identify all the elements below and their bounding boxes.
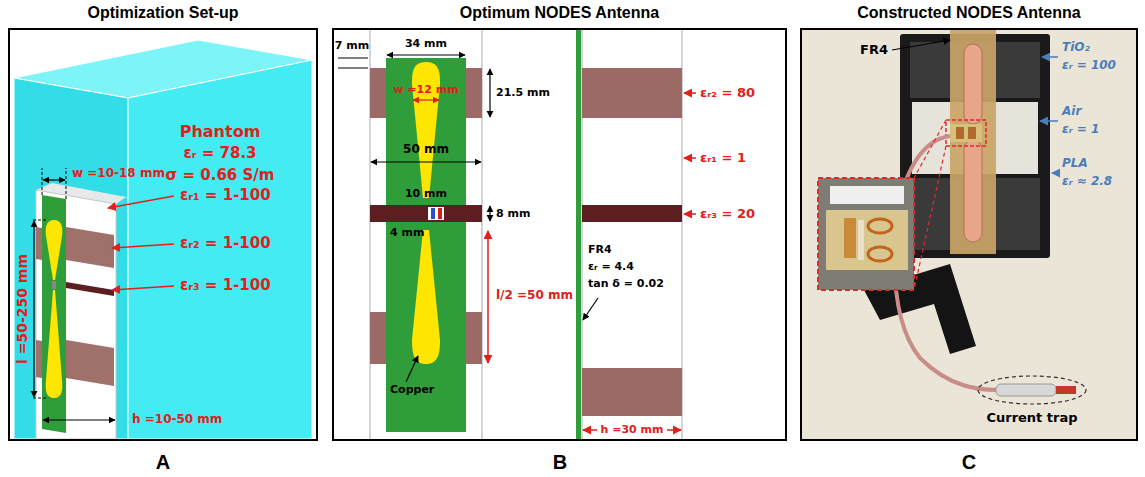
permittivity-label: εᵣ = 78.3 <box>183 145 256 162</box>
conductivity-label: σ = 0.66 S/m <box>166 167 275 184</box>
permittivity-label: εᵣ = 4.4 <box>588 261 634 274</box>
panel-letter: B <box>553 451 567 474</box>
dimension-label: 7 mm <box>335 40 369 53</box>
permittivity-label: εᵣ₁ = 1-100 <box>180 187 271 204</box>
dimension-label: 21.5 mm <box>496 87 550 100</box>
material-label: PLA <box>1062 157 1088 171</box>
panel-title: Optimization Set-up <box>0 3 346 23</box>
dimension-label: 10 mm <box>405 188 447 201</box>
permittivity-label: εᵣ ≈ 2.8 <box>1062 175 1112 189</box>
dimension-label: l =50-250 mm <box>14 254 30 364</box>
dimension-label: 8 mm <box>496 208 530 221</box>
dimension-label: 50 mm <box>403 143 449 157</box>
permittivity-label: εᵣ₂ = 80 <box>700 86 755 101</box>
panel-title: Optimum NODES Antenna <box>304 3 815 23</box>
material-label: Copper <box>390 384 434 397</box>
permittivity-label: εᵣ₃ = 1-100 <box>180 277 271 294</box>
dimension-label: l/2 =50 mm <box>496 289 573 303</box>
dimension-label: h =30 mm <box>601 424 664 437</box>
material-label: FR4 <box>860 43 888 58</box>
panel-title: Constructed NODES Antenna <box>772 3 1145 23</box>
material-label: Phantom <box>180 123 261 141</box>
panel-letter: C <box>962 451 976 474</box>
permittivity-label: εᵣ = 1 <box>1062 123 1099 137</box>
material-label: FR4 <box>588 244 612 257</box>
panel-letter: A <box>156 451 170 474</box>
loss-label: tan δ = 0.02 <box>588 278 664 291</box>
permittivity-label: εᵣ₁ = 1 <box>700 151 746 166</box>
material-label: TiO₂ <box>1062 41 1090 55</box>
figure-panel: Optimum NODES Antenna34 mm7 mm21.5 mmw =… <box>332 28 787 441</box>
antenna-photo <box>800 28 1138 441</box>
material-label: Air <box>1062 105 1081 119</box>
figure-panel: Constructed NODES AntennaFR4TiO₂εᵣ = 100… <box>800 28 1138 441</box>
phantom-illustration <box>8 28 318 441</box>
permittivity-label: εᵣ = 100 <box>1062 59 1116 73</box>
permittivity-label: εᵣ₃ = 20 <box>700 207 755 222</box>
dimension-label: h =10-50 mm <box>132 413 222 427</box>
dimension-label: 34 mm <box>405 38 447 51</box>
figure-panel: Optimization Set-upPhantomεᵣ = 78.3σ = 0… <box>8 28 318 441</box>
dimension-label: w =12 mm <box>393 84 458 97</box>
dimension-label: w =10-18 mm <box>72 167 165 181</box>
permittivity-label: εᵣ₂ = 1-100 <box>180 235 271 252</box>
part-label: Current trap <box>986 411 1077 426</box>
dimension-label: 4 mm <box>390 227 424 240</box>
